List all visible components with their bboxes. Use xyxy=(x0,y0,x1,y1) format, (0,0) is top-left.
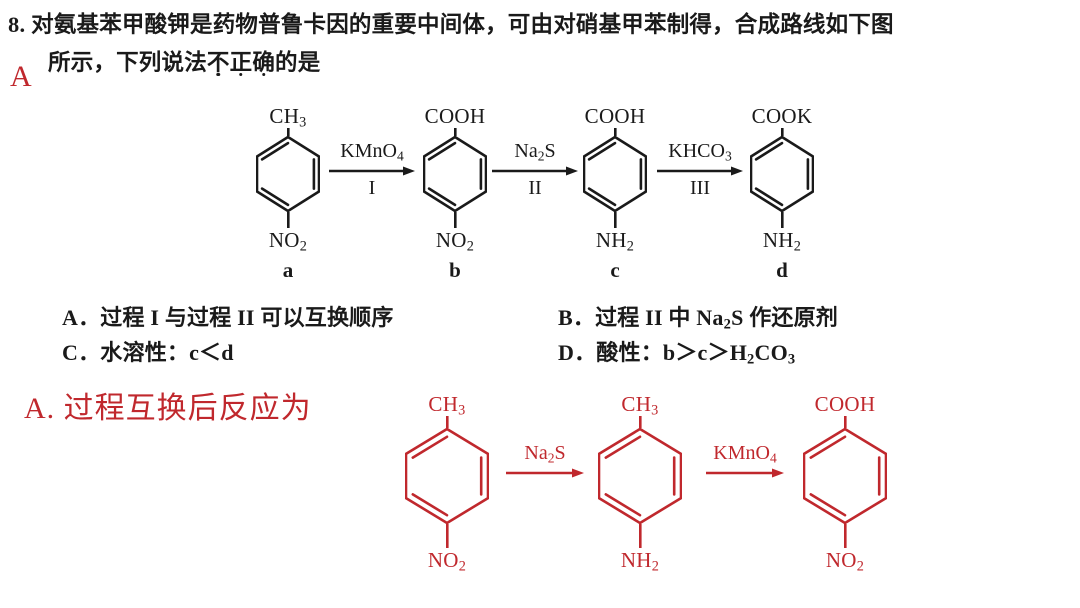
reaction-arrow: KMnO4 xyxy=(694,442,796,479)
substituent-top: COOH xyxy=(584,104,646,128)
substituent-bottom: NH2 xyxy=(595,228,635,255)
arrow-line xyxy=(694,467,796,479)
benzene-ring xyxy=(404,427,490,529)
option-text: 过程 II 中 Na xyxy=(595,305,724,330)
benzene-ring xyxy=(802,427,888,529)
reaction-arrow: Na2S II xyxy=(480,140,590,200)
substituent-top: COOK xyxy=(751,104,813,128)
reagent-label: KHCO3 xyxy=(668,140,732,164)
reagent-label: KMnO4 xyxy=(340,140,404,164)
arrow-line xyxy=(480,165,590,177)
benzene-ring xyxy=(582,135,648,217)
substituent-top: CH3 xyxy=(428,392,466,419)
arrow-line xyxy=(645,165,755,177)
option-sub-2: 3 xyxy=(787,351,796,368)
question-line-2-before: 所示，下列说法 xyxy=(48,50,207,75)
substituent-bottom: NO2 xyxy=(268,228,308,255)
options-row-1: A．过程 I 与过程 II 可以互换顺序 B．过程 II 中 Na2S 作还原剂 xyxy=(62,300,1072,335)
option-d[interactable]: D．酸性：b＞c＞H2CO3 xyxy=(558,335,795,369)
compound-label: c xyxy=(610,258,620,282)
benzene-ring xyxy=(597,427,683,529)
substituent-bottom: NH2 xyxy=(762,228,802,255)
compound-label: a xyxy=(282,258,294,282)
option-letter: C． xyxy=(62,340,101,365)
option-text-2: CO xyxy=(754,340,788,365)
answer-options: A．过程 I 与过程 II 可以互换顺序 B．过程 II 中 Na2S 作还原剂… xyxy=(62,300,1072,370)
reagent-label: Na2S xyxy=(514,140,556,164)
step-label: II xyxy=(528,177,542,200)
substituent-bottom: NO2 xyxy=(435,228,475,255)
solution-heading: A. 过程互换后反应为 xyxy=(24,392,312,425)
arrow-line xyxy=(494,467,596,479)
marked-answer-letter: A xyxy=(10,60,32,93)
option-c[interactable]: C．水溶性：c＜d xyxy=(62,335,234,367)
question-line-2-emphasis: 不正确 xyxy=(207,50,275,75)
option-text: 水溶性：c＜d xyxy=(100,340,234,365)
emphasis-char: 不 xyxy=(206,50,230,75)
question-line-1-text: 对氨基苯甲酸钾是药物普鲁卡因的重要中间体，可由对硝基甲苯制得，合成路线如下图 xyxy=(31,12,894,37)
benzene-ring xyxy=(255,135,321,217)
arrow-line xyxy=(317,165,427,177)
option-text: 酸性：b＞c＞H xyxy=(596,340,748,365)
step-label: III xyxy=(690,177,710,200)
substituent-top: COOH xyxy=(814,392,876,416)
question-line-1: 8. 对氨基苯甲酸钾是药物普鲁卡因的重要中间体，可由对硝基甲苯制得，合成路线如下… xyxy=(8,6,1074,44)
emphasis-char: 确 xyxy=(252,50,276,75)
option-b[interactable]: B．过程 II 中 Na2S 作还原剂 xyxy=(558,300,838,334)
benzene-ring xyxy=(422,135,488,217)
question-line-2-after: 的是 xyxy=(275,50,321,75)
benzene-ring xyxy=(749,135,815,217)
option-letter: B． xyxy=(558,305,596,330)
option-letter: A． xyxy=(62,305,101,330)
option-letter: D． xyxy=(558,340,597,365)
compound-label: b xyxy=(449,258,461,282)
question-stem: 8. 对氨基苯甲酸钾是药物普鲁卡因的重要中间体，可由对硝基甲苯制得，合成路线如下… xyxy=(8,6,1074,82)
substituent-bottom: NO2 xyxy=(825,548,865,575)
option-a[interactable]: A．过程 I 与过程 II 可以互换顺序 xyxy=(62,300,394,332)
emphasis-char: 正 xyxy=(229,50,253,75)
option-text-2: S 作还原剂 xyxy=(731,305,838,330)
compound-label: d xyxy=(776,258,788,282)
reagent-label: Na2S xyxy=(524,442,566,466)
option-sub: 2 xyxy=(723,316,732,333)
reaction-arrow: Na2S xyxy=(494,442,596,479)
substituent-bottom: NO2 xyxy=(427,548,467,575)
option-sub: 2 xyxy=(747,351,755,368)
reagent-label: KMnO4 xyxy=(713,442,777,466)
question-line-2: 所示，下列说法不正确的是 xyxy=(48,44,1074,82)
substituent-bottom: NH2 xyxy=(620,548,660,575)
substituent-top: COOH xyxy=(424,104,486,128)
option-text: 过程 I 与过程 II 可以互换顺序 xyxy=(100,305,394,330)
substituent-top: CH3 xyxy=(269,104,307,131)
substituent-top: CH3 xyxy=(621,392,659,419)
options-row-2: C．水溶性：c＜d D．酸性：b＞c＞H2CO3 xyxy=(62,335,1072,370)
question-number: 8. xyxy=(8,12,26,37)
step-label: I xyxy=(368,177,376,200)
